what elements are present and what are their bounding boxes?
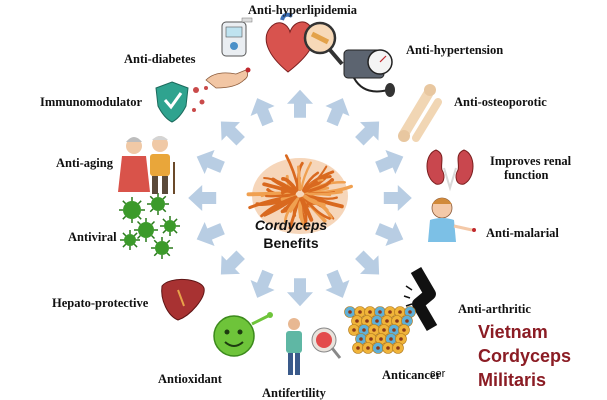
label-hepato-protective: Hepato-protective [52,296,149,310]
outward-arrow [355,250,380,275]
cordyceps-cluster-icon [246,154,353,234]
brand-line3: Militaris [478,370,547,390]
heart-icon [265,12,344,73]
label-anti-aging: Anti-aging [56,156,113,170]
cancer-cells-icon [344,306,416,354]
label-anticancer: Anticancer [382,368,442,382]
label-improves-renal-line2: function [504,168,549,182]
liver-icon [161,279,205,321]
center-title: Cordyceps Benefits [236,216,346,252]
outward-arrow [375,222,404,247]
brand-watermark: Vietnam Cordyceps Militaris [478,320,571,392]
outward-arrow [287,278,313,307]
outward-arrow [287,89,313,118]
label-anti-malarial: Anti-malarial [486,226,559,240]
outward-arrow [196,222,225,247]
knee-joint-icon [403,266,438,332]
kidney-icon [426,149,474,192]
elderly-couple-icon [118,136,175,194]
bone-icon [398,84,442,142]
outward-arrow [196,149,225,174]
label-improves-renal: Improves renal function [490,154,571,182]
label-anti-diabetes: Anti-diabetes [124,52,196,66]
label-anti-osteoporotic: Anti-osteoporotic [454,95,547,109]
arrow-ring [188,89,412,307]
sphygmomanometer-icon [343,49,395,97]
outward-arrow [355,121,380,146]
label-immunomodulator: Immunomodulator [40,95,143,109]
glucometer-icon [221,17,253,57]
antioxidant-molecule-icon [213,312,273,357]
label-antiviral: Antiviral [68,230,117,244]
brand-line1: Vietnam [478,322,548,342]
center-title-line1: Cordyceps [254,217,328,233]
shield-icon [155,81,208,123]
outward-arrow [325,98,350,127]
sick-person-icon [428,197,476,242]
outward-arrow [250,269,275,298]
center-title-line2: Benefits [263,235,319,251]
outward-arrow [188,185,217,211]
outward-arrow [220,121,245,146]
label-anti-hypertension: Anti-hypertension [406,43,504,57]
brand-line2: Cordyceps [478,346,572,366]
outward-arrow [383,185,412,211]
outward-arrow [375,149,404,174]
virus-icon [119,193,180,259]
finger-prick-icon [205,67,251,89]
label-antioxidant: Antioxidant [158,372,222,386]
outward-arrow [250,98,275,127]
label-improves-renal-line1: Improves renal [490,154,572,168]
outward-arrow [325,269,350,298]
label-anti-arthritic: Anti-arthritic [458,302,531,316]
outward-arrow [220,250,245,275]
label-anti-hyperlipidemia: Anti-hyperlipidemia [248,3,358,17]
man-flask-icon [286,318,342,375]
label-antifertility: Antifertility [262,386,326,400]
stray-text: cer [430,368,446,380]
